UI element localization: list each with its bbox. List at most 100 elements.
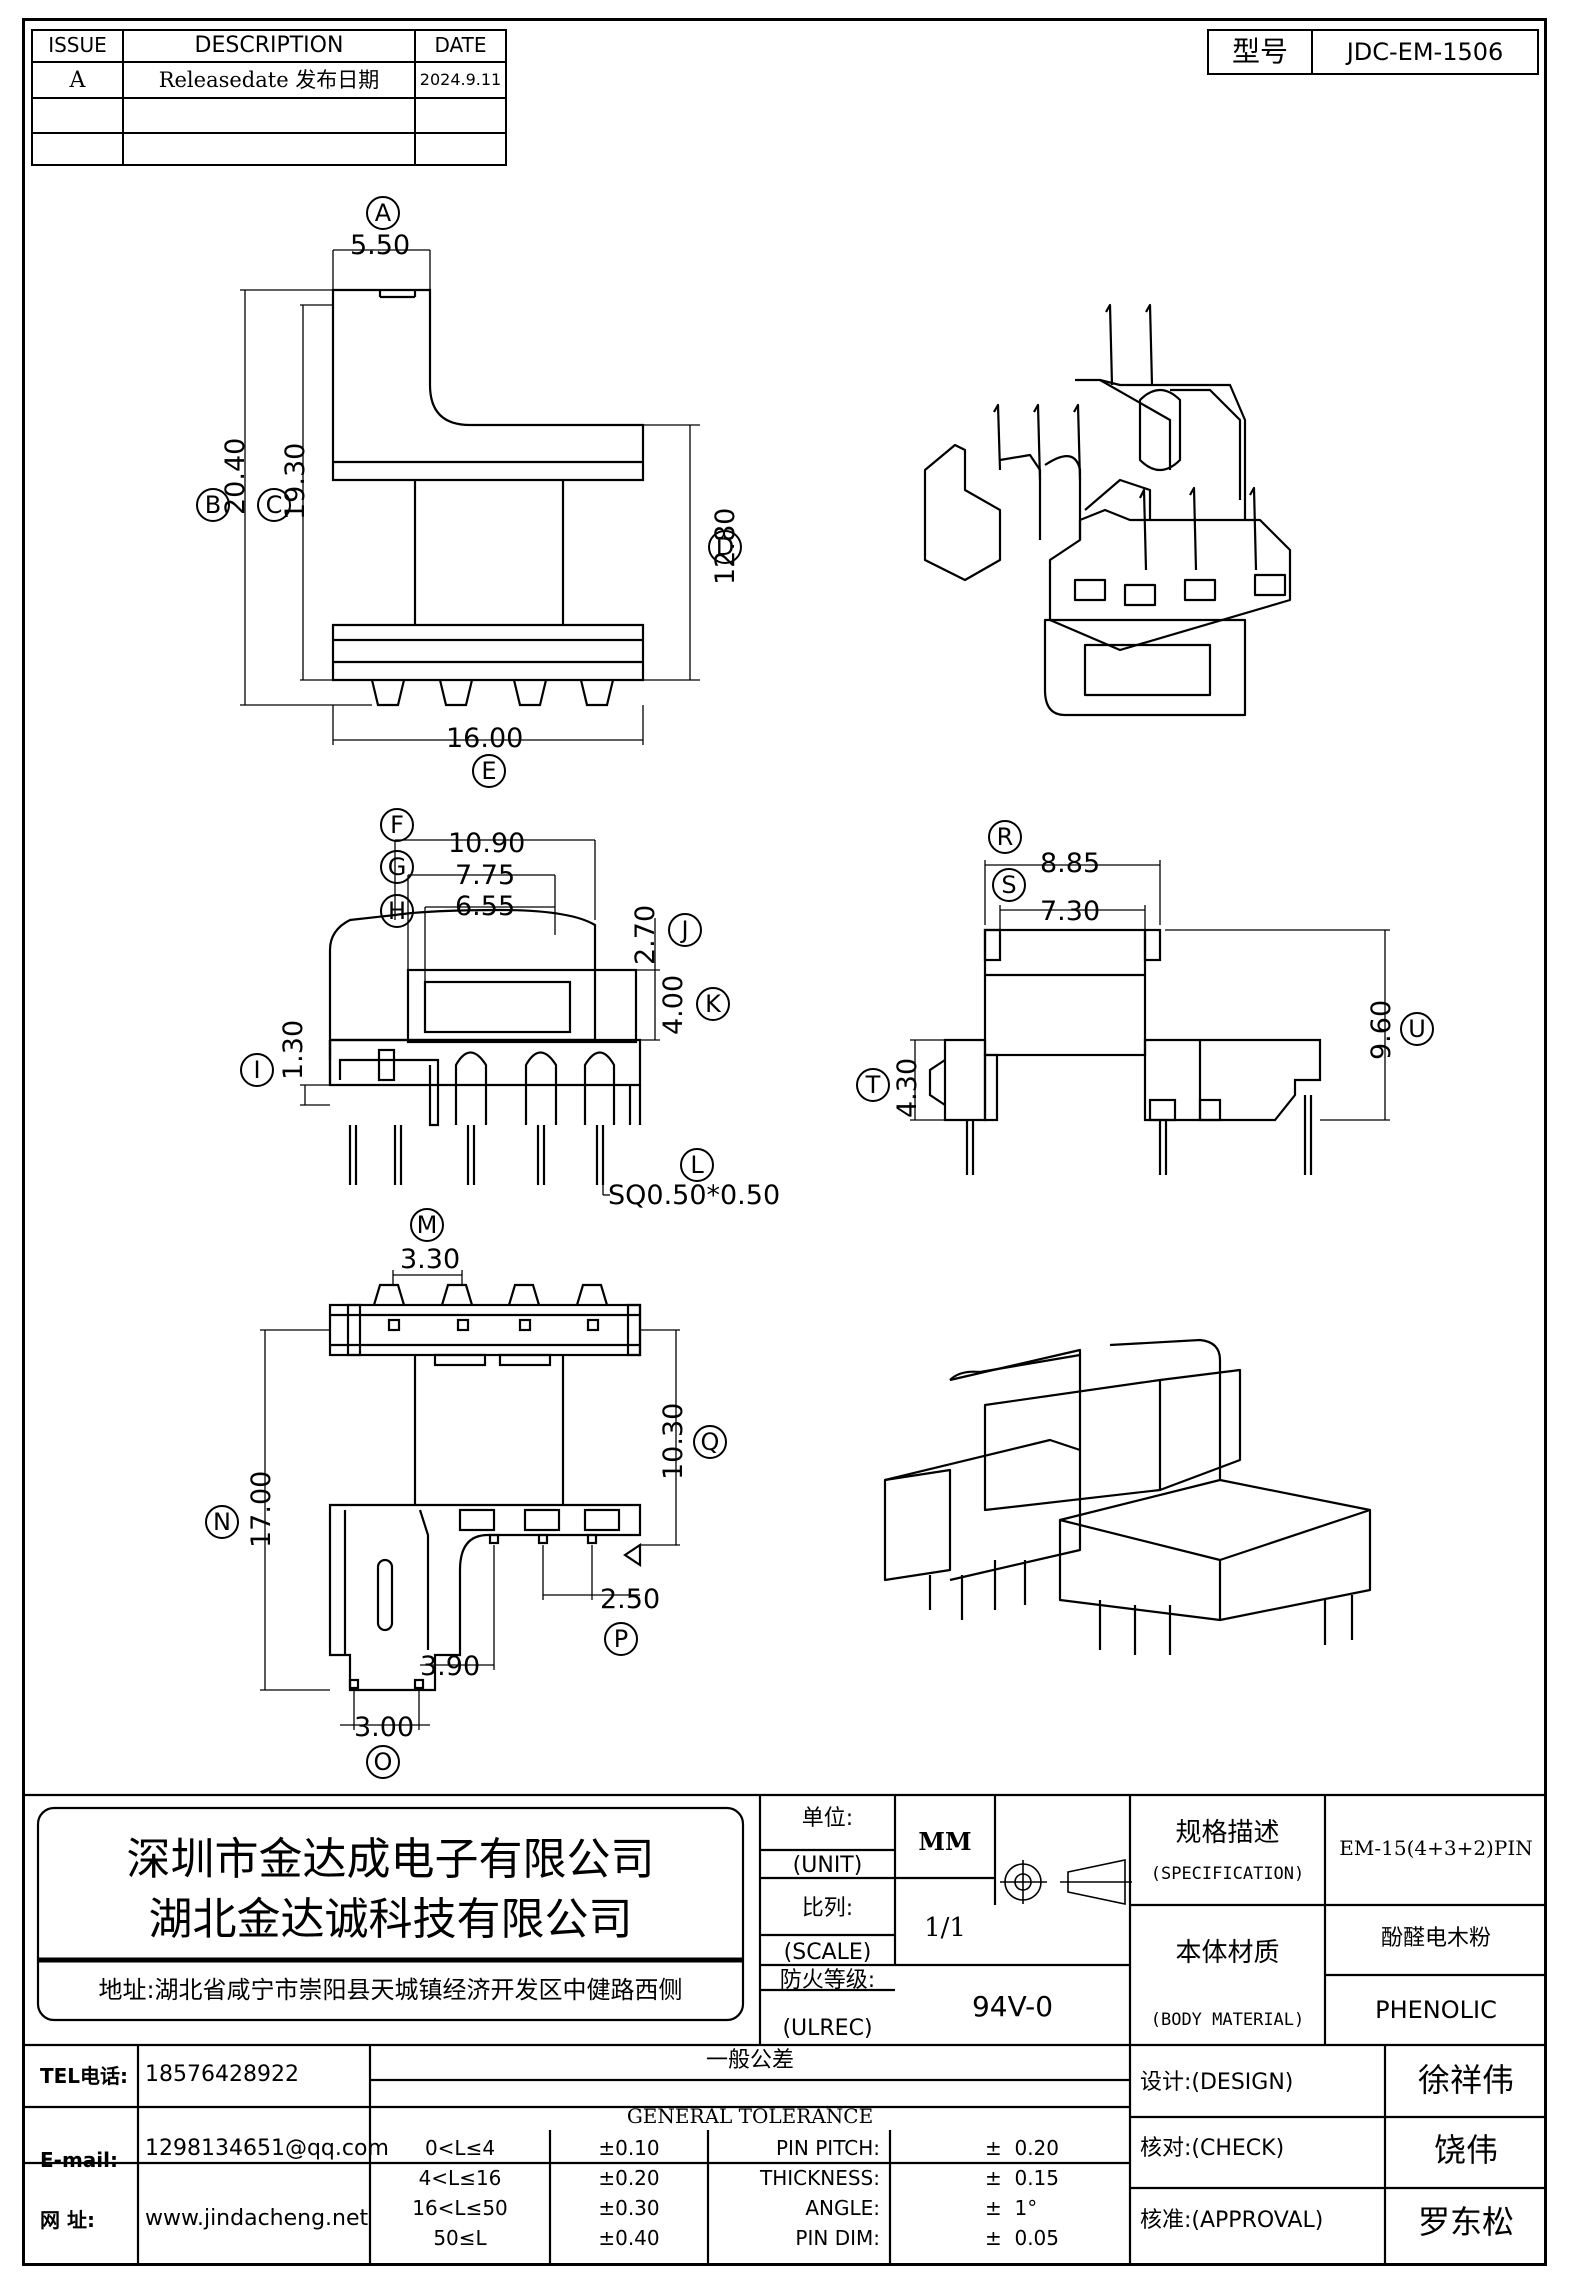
material-label: 本体材质 bbox=[1175, 1938, 1280, 1968]
callout-M: M bbox=[410, 1208, 444, 1242]
model-value: JDC-EM-1506 bbox=[1346, 38, 1504, 66]
dim-M: 3.30 bbox=[400, 1244, 461, 1275]
rev-header-issue: ISSUE bbox=[48, 33, 107, 57]
callout-A: A bbox=[366, 196, 400, 230]
check-value: 饶伟 bbox=[1433, 2131, 1498, 2169]
spec-label-en: (SPECIFICATION) bbox=[1150, 1864, 1305, 1884]
dim-I: 1.30 bbox=[278, 1019, 309, 1080]
drawing-frame bbox=[22, 18, 1547, 2266]
fire-label-en: (ULREC) bbox=[782, 2016, 873, 2041]
dim-A: 5.50 bbox=[350, 230, 411, 261]
scale-value: 1/1 bbox=[924, 1913, 966, 1943]
spec-value: EM-15(4+3+2)PIN bbox=[1339, 1836, 1533, 1860]
callout-H: H bbox=[380, 894, 414, 928]
callout-N: N bbox=[205, 1505, 239, 1539]
callout-R: R bbox=[988, 820, 1022, 854]
check-label: 核对:(CHECK) bbox=[1140, 2136, 1285, 2161]
tolerance-item-label: THICKNESS: bbox=[760, 2166, 880, 2190]
tolerance-item-label: ANGLE: bbox=[805, 2196, 880, 2220]
tolerance-range: 16<L≤50 bbox=[412, 2196, 508, 2220]
callout-I: I bbox=[240, 1053, 274, 1087]
scale-label-en: (SCALE) bbox=[783, 1940, 872, 1965]
dim-C: 19.30 bbox=[280, 442, 311, 520]
design-value: 徐祥伟 bbox=[1417, 2061, 1514, 2099]
unit-value: MM bbox=[918, 1827, 972, 1856]
web-label: 网 址: bbox=[40, 2208, 95, 2232]
dim-E: 16.00 bbox=[446, 723, 524, 754]
tolerance-item-value: ± 1° bbox=[985, 2196, 1038, 2220]
tel-value: 18576428922 bbox=[145, 2062, 299, 2087]
rev-header-description: DESCRIPTION bbox=[194, 33, 344, 58]
material-label-en: (BODY MATERIAL) bbox=[1150, 2010, 1305, 2030]
dim-J: 2.70 bbox=[630, 904, 661, 965]
scale-label: 比列: bbox=[801, 1896, 854, 1921]
dim-P: 2.50 bbox=[600, 1584, 661, 1615]
approval-label: 核准:(APPROVAL) bbox=[1140, 2208, 1324, 2233]
callout-F: F bbox=[380, 808, 414, 842]
unit-label-en: (UNIT) bbox=[792, 1853, 863, 1878]
rev-row-date: 2024.9.11 bbox=[419, 70, 502, 89]
material-value-en: PHENOLIC bbox=[1375, 1996, 1497, 2024]
company-address: 地址:湖北省咸宁市崇阳县天城镇经济开发区中健路西侧 bbox=[98, 1976, 683, 2004]
dim-K: 4.00 bbox=[658, 974, 689, 1035]
email-label: E-mail: bbox=[40, 2148, 119, 2172]
dim-L: SQ0.50*0.50 bbox=[608, 1180, 781, 1211]
unit-label: 单位: bbox=[801, 1806, 854, 1831]
approval-value: 罗东松 bbox=[1417, 2203, 1514, 2241]
dim-H: 6.55 bbox=[455, 891, 516, 922]
dim-O: 3.00 bbox=[354, 1712, 415, 1743]
design-label: 设计:(DESIGN) bbox=[1140, 2070, 1294, 2095]
callout-P: P bbox=[604, 1622, 638, 1656]
tolerance-value: ±0.10 bbox=[598, 2136, 660, 2160]
callout-E: E bbox=[472, 754, 506, 788]
dim-3-90: 3.90 bbox=[420, 1651, 481, 1682]
callout-Q: Q bbox=[693, 1425, 727, 1459]
web-value: www.jindacheng.net bbox=[145, 2206, 369, 2231]
dim-S: 7.30 bbox=[1040, 896, 1101, 927]
tolerance-item-label: PIN PITCH: bbox=[775, 2136, 880, 2160]
callout-G: G bbox=[380, 850, 414, 884]
callout-O: O bbox=[366, 1745, 400, 1779]
fire-value: 94V-0 bbox=[971, 1990, 1054, 2023]
callout-B: B bbox=[196, 488, 230, 522]
tolerance-value: ±0.20 bbox=[598, 2166, 660, 2190]
callout-C: C bbox=[257, 488, 291, 522]
tolerance-title-cn: 一般公差 bbox=[705, 2048, 794, 2073]
tel-label: TEL电话: bbox=[40, 2064, 129, 2088]
dim-F: 10.90 bbox=[448, 828, 526, 859]
rev-header-date: DATE bbox=[434, 33, 487, 57]
dim-U: 9.60 bbox=[1366, 999, 1397, 1060]
email-value: 1298134651@qq.com bbox=[145, 2136, 389, 2161]
callout-S: S bbox=[992, 868, 1026, 902]
dim-T: 4.30 bbox=[892, 1057, 923, 1118]
callout-L: L bbox=[680, 1148, 714, 1182]
callout-D: D bbox=[708, 530, 742, 564]
tolerance-item-label: PIN DIM: bbox=[795, 2226, 880, 2250]
tolerance-item-value: ± 0.15 bbox=[985, 2166, 1060, 2190]
tolerance-item-value: ± 0.05 bbox=[985, 2226, 1060, 2250]
fire-label: 防火等级: bbox=[779, 1968, 876, 1993]
tolerance-value: ±0.40 bbox=[598, 2226, 660, 2250]
projection-symbol bbox=[1000, 1859, 1132, 1905]
callout-T: T bbox=[856, 1068, 890, 1102]
callout-U: U bbox=[1400, 1012, 1434, 1046]
rev-row-description: Releasedate 发布日期 bbox=[158, 68, 380, 92]
tolerance-value: ±0.30 bbox=[598, 2196, 660, 2220]
material-value-cn: 酚醛电木粉 bbox=[1380, 1926, 1491, 1951]
tolerance-title-en: GENERAL TOLERANCE bbox=[626, 2104, 874, 2128]
spec-label: 规格描述 bbox=[1175, 1818, 1280, 1848]
model-label: 型号 bbox=[1231, 35, 1288, 68]
rev-row-issue: A bbox=[69, 68, 86, 93]
company-name-1: 深圳市金达成电子有限公司 bbox=[126, 1834, 655, 1885]
callout-J: J bbox=[668, 913, 702, 947]
tolerance-range: 4<L≤16 bbox=[418, 2166, 502, 2190]
dim-Q: 10.30 bbox=[658, 1402, 689, 1480]
dim-N: 17.00 bbox=[246, 1470, 277, 1548]
callout-K: K bbox=[696, 987, 730, 1021]
tolerance-range: 0<L≤4 bbox=[424, 2136, 496, 2160]
dim-G: 7.75 bbox=[455, 860, 516, 891]
tolerance-range: 50≤L bbox=[433, 2226, 487, 2250]
dim-B: 20.40 bbox=[220, 437, 251, 515]
tolerance-item-value: ± 0.20 bbox=[985, 2136, 1060, 2160]
